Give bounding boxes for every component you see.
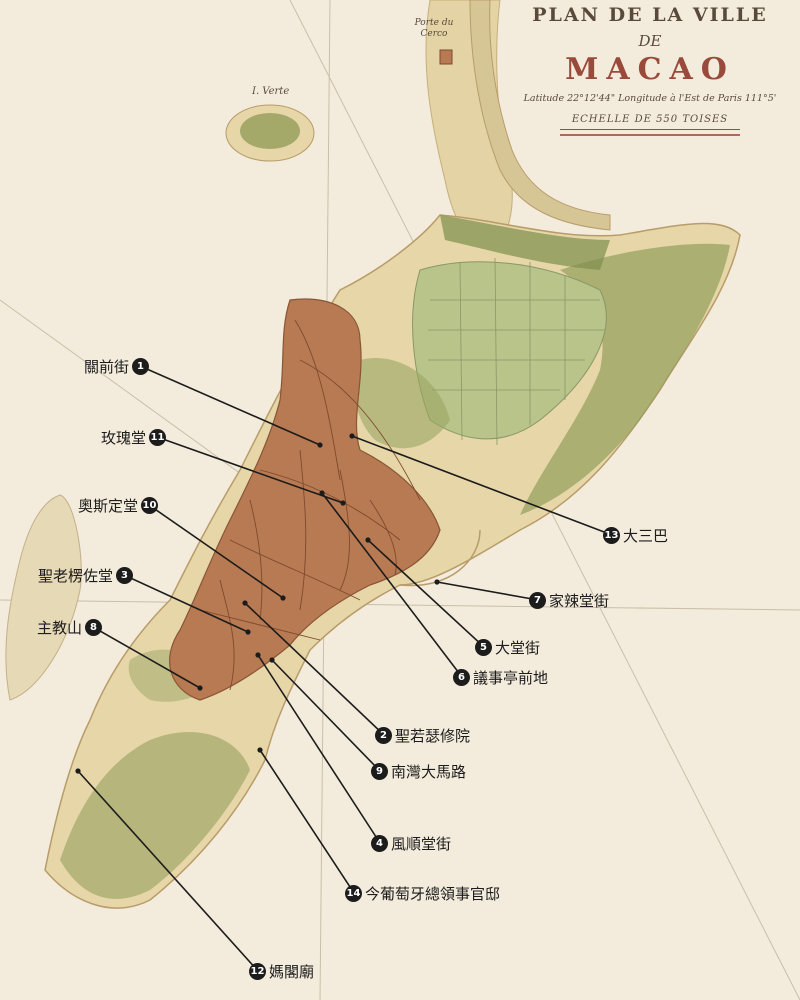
leader-endpoint <box>245 629 251 635</box>
leader-endpoint <box>349 433 355 439</box>
place-number-badge: 8 <box>85 619 102 636</box>
place-name: 玫瑰堂 <box>100 429 146 447</box>
leader-line <box>148 504 284 599</box>
place-name: 聖老楞佐堂 <box>37 567 113 585</box>
place-name: 大堂街 <box>495 639 541 657</box>
place-name: 家辣堂街 <box>549 592 610 610</box>
leader-line <box>436 581 539 601</box>
island-label: I. Verte <box>252 86 290 97</box>
leader-line <box>367 539 485 648</box>
leader-line <box>351 435 613 536</box>
leader-line <box>123 574 249 633</box>
place-number-badge: 1 <box>132 358 149 375</box>
leader-line <box>92 626 201 689</box>
place-number-badge: 14 <box>345 885 362 902</box>
leader-endpoint <box>317 442 323 448</box>
place-name: 議事亭前地 <box>473 669 549 687</box>
leader-endpoint <box>255 652 261 658</box>
northern-hedge <box>440 215 610 270</box>
place-number-badge: 5 <box>475 639 492 656</box>
southern-hills <box>60 731 250 899</box>
gate-structure <box>439 49 453 65</box>
place-number-badge: 10 <box>141 497 158 514</box>
leader-endpoint <box>280 595 286 601</box>
map-title-block: PLAN DE LA VILLE DE MACAO Latitude 22°12… <box>500 4 800 136</box>
place-name: 關前街 <box>83 358 129 376</box>
place-name: 主教山 <box>36 619 82 637</box>
leader-endpoint <box>197 685 203 691</box>
leader-endpoint <box>75 768 81 774</box>
scale-bar <box>560 129 740 136</box>
place-name: 南灣大馬路 <box>391 763 467 781</box>
bay-shore <box>399 529 481 587</box>
map-title-city: MACAO <box>565 52 735 87</box>
place-name: 今葡萄牙總領事官邸 <box>365 885 501 903</box>
place-number-badge: 4 <box>371 835 388 852</box>
city-streets <box>199 319 421 691</box>
leader-endpoint <box>365 537 371 543</box>
place-name: 風順堂街 <box>391 835 452 853</box>
leader-line <box>244 602 385 736</box>
place-number-badge: 6 <box>453 669 470 686</box>
leader-line <box>259 749 355 894</box>
field-divisions <box>428 257 605 446</box>
isthmus-shore <box>469 0 611 231</box>
leader-endpoint <box>434 579 440 585</box>
leader-line <box>139 365 321 446</box>
map-title: PLAN DE LA VILLE <box>532 4 768 26</box>
western-islet <box>5 494 82 701</box>
place-number-badge: 2 <box>375 727 392 744</box>
leader-endpoint <box>242 600 248 606</box>
place-name: 媽閣廟 <box>269 963 315 981</box>
central-hill <box>355 358 450 449</box>
place-number-badge: 12 <box>249 963 266 980</box>
place-name: 大三巴 <box>623 527 669 545</box>
place-number-badge: 11 <box>149 429 166 446</box>
gate-label: Porte du Cerco <box>414 18 454 39</box>
leader-endpoint <box>269 657 275 663</box>
leader-endpoint <box>257 747 263 753</box>
leader-endpoint <box>340 500 346 506</box>
leader-line <box>321 492 463 678</box>
eastern-hills <box>520 243 730 515</box>
leader-line <box>156 436 344 504</box>
place-number-badge: 13 <box>603 527 620 544</box>
map-coordinates: Latitude 22°12'44" Longitude à l'Est de … <box>523 93 777 104</box>
leader-line <box>77 770 259 972</box>
place-number-badge: 3 <box>116 567 133 584</box>
ilha-verde-hill <box>240 113 300 149</box>
leader-line <box>271 659 381 772</box>
place-name: 聖若瑟修院 <box>395 727 471 745</box>
leader-lines <box>75 365 613 972</box>
leader-line <box>257 654 381 844</box>
place-number-badge: 7 <box>529 592 546 609</box>
scale-label: ECHELLE DE 550 TOISES <box>571 114 729 125</box>
map-title-de: DE <box>638 32 662 50</box>
place-number-badge: 9 <box>371 763 388 780</box>
place-name: 奧斯定堂 <box>77 497 138 515</box>
